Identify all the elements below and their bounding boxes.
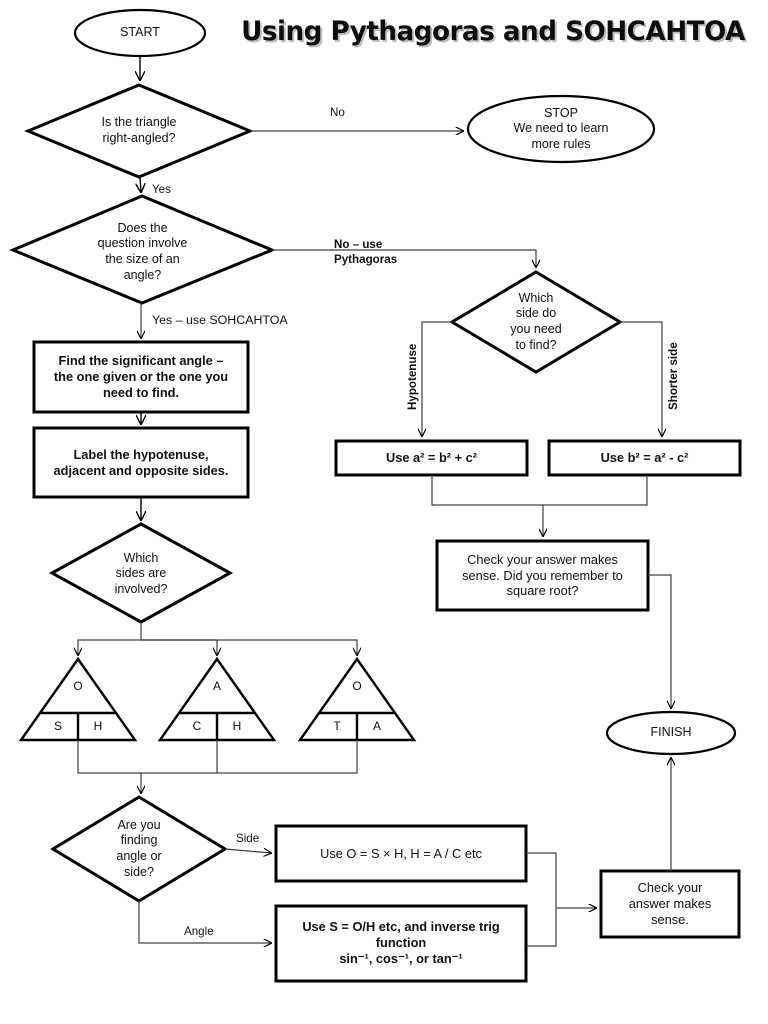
edge-label-no-use-pythagoras-l1: No – use (334, 238, 383, 251)
triangle-cah-top-letter: A (212, 679, 221, 693)
edge-label-hypotenuse: Hypotenuse (406, 343, 419, 410)
node-which-side-pyth (449, 270, 623, 374)
node-is-right-angled (24, 83, 254, 179)
edge-hypotenuse-branch (422, 321, 452, 436)
triangle-soh (18, 656, 138, 742)
triangle-soh-left-letter: S (53, 719, 62, 733)
node-start (73, 8, 207, 58)
edge-shorter-side-branch (620, 321, 662, 436)
node-angle-size (9, 194, 276, 305)
edge-label-shorter-side: Shorter side (667, 342, 680, 410)
triangle-soh-top-letter: O (73, 679, 83, 693)
edge-label-yes-use-sohcahtoa: Yes – use SOHCAHTOA (152, 313, 288, 327)
node-angle-formula (274, 904, 528, 983)
edge-short-merge (543, 475, 648, 506)
node-side-formula (274, 824, 528, 883)
triangle-toa-top-letter: O (352, 679, 362, 693)
edge-angle-to-check (526, 908, 557, 947)
node-find-angle (32, 340, 250, 414)
node-hyp-formula (334, 439, 529, 477)
node-short-formula (547, 439, 742, 477)
page-title: Using Pythagoras and SOHCAHTOA (241, 16, 745, 47)
edge-check-pyth-to-finish (648, 574, 671, 708)
node-which-sides (48, 522, 234, 624)
triangle-soh-right-letter: H (93, 719, 103, 733)
edge-yes-to-angle-size (140, 176, 141, 192)
edge-angle-branch (138, 901, 271, 943)
node-finish (605, 710, 737, 756)
triangle-cah (157, 656, 277, 742)
node-stop (466, 94, 656, 164)
triangle-cah-right-letter: H (232, 719, 242, 733)
edge-side-to-check (526, 852, 596, 908)
edge-hyp-merge (431, 475, 543, 536)
node-check-pyth (435, 539, 650, 612)
edge-label-no-use-pythagoras-l2: Pythagoras (334, 253, 398, 266)
triangle-toa-left-letter: T (333, 719, 341, 733)
node-check-sohcahtoa (599, 869, 741, 939)
node-label-sides (32, 426, 250, 499)
edge-side-branch (224, 849, 271, 853)
edge-label-angle: Angle (184, 925, 214, 938)
edge-label-yes: Yes (152, 183, 171, 196)
edge-which-sides-fanout (78, 622, 142, 655)
edge-which-sides-to-toa (141, 639, 357, 655)
edge-no-to-pythagoras (272, 249, 536, 267)
triangle-cah-left-letter: C (192, 719, 202, 733)
edge-label-side: Side (236, 832, 260, 845)
node-angle-or-side (50, 795, 228, 903)
triangle-toa-right-letter: A (372, 719, 381, 733)
edge-which-sides-to-cah (141, 639, 217, 655)
triangle-toa (297, 656, 417, 742)
edge-label-no: No (330, 106, 345, 119)
